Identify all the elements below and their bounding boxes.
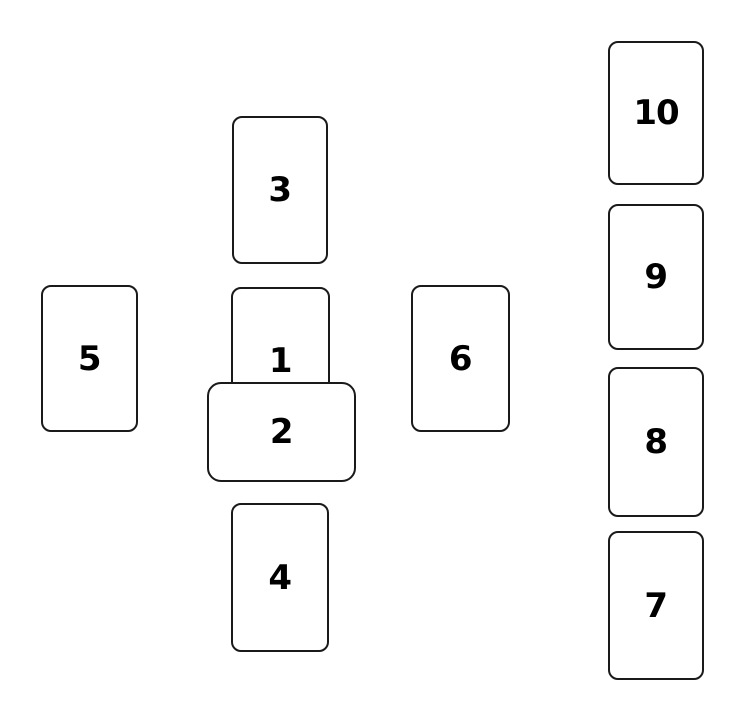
card-3[interactable]: 3 xyxy=(232,116,328,264)
card-7-number: 7 xyxy=(644,585,668,626)
card-7[interactable]: 7 xyxy=(608,531,704,680)
card-2-number: 2 xyxy=(269,412,294,452)
card-6[interactable]: 6 xyxy=(411,285,510,432)
card-6-number: 6 xyxy=(448,338,473,379)
card-10-number: 10 xyxy=(633,93,679,133)
card-9-number: 9 xyxy=(644,257,668,297)
card-4-number: 4 xyxy=(268,557,292,598)
card-5[interactable]: 5 xyxy=(41,285,138,432)
card-5-number: 5 xyxy=(77,338,102,379)
card-8-number: 8 xyxy=(644,422,668,462)
card-9[interactable]: 9 xyxy=(608,204,704,350)
card-10[interactable]: 10 xyxy=(608,41,704,185)
card-2[interactable]: 2 xyxy=(207,382,356,482)
card-4[interactable]: 4 xyxy=(231,503,329,652)
card-1-number: 1 xyxy=(268,341,293,381)
card-8[interactable]: 8 xyxy=(608,367,704,517)
card-3-number: 3 xyxy=(268,170,292,210)
